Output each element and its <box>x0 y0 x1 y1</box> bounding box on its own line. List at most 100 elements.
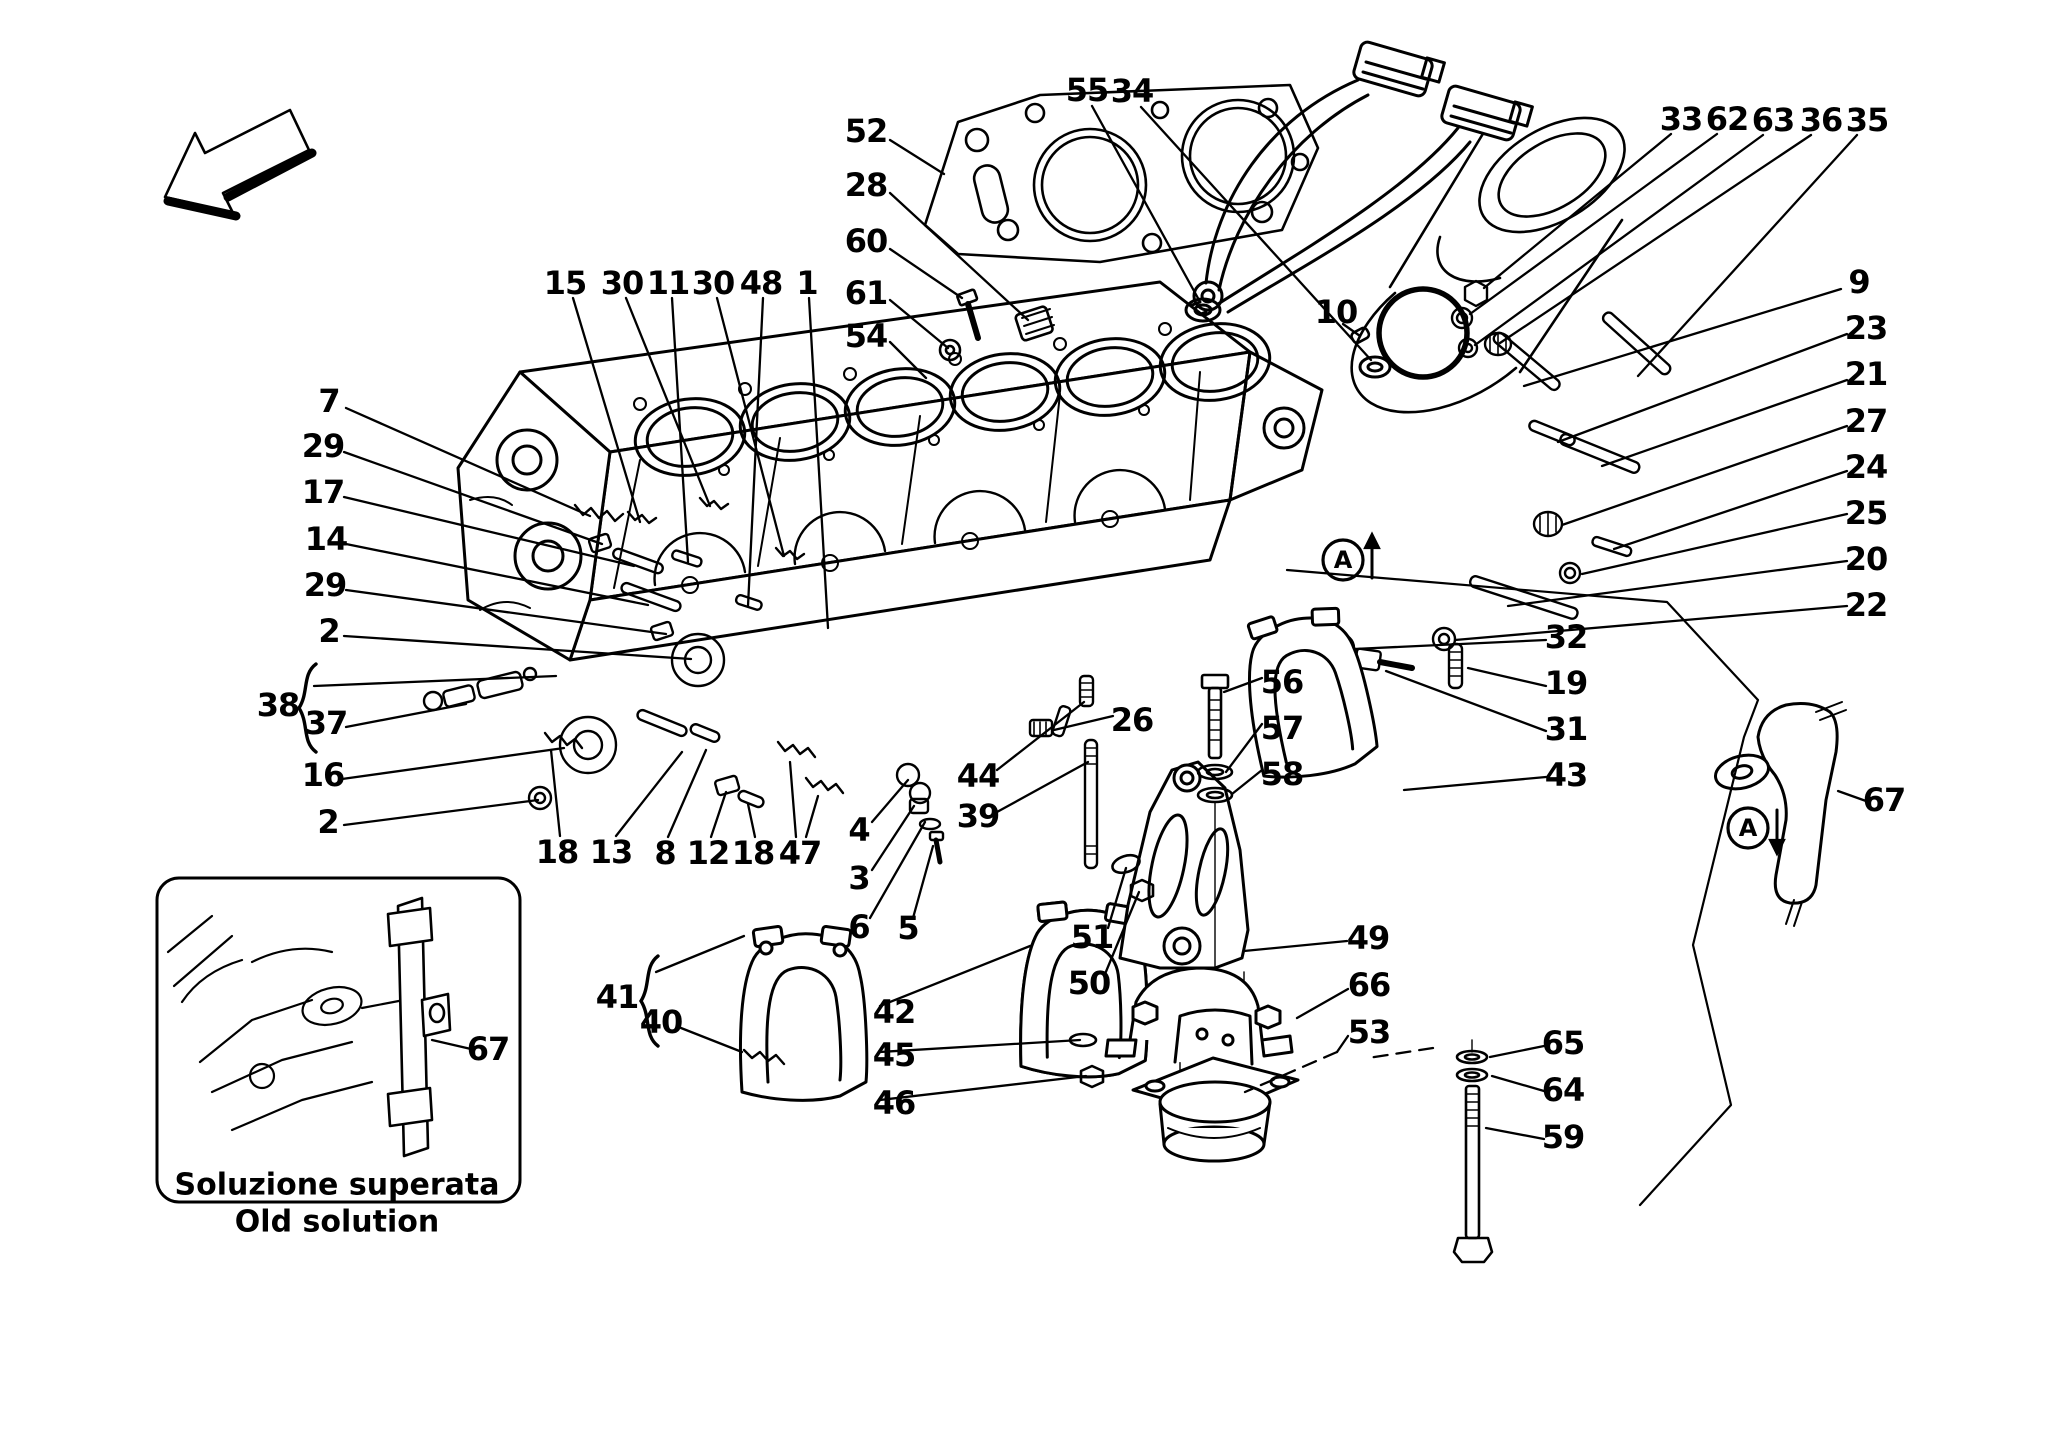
part-callout: 44 <box>956 757 1001 795</box>
part-callout: 9 <box>1848 263 1870 301</box>
leader-line <box>342 748 564 779</box>
dashed-leader-line <box>1368 1048 1433 1058</box>
part-callout: 46 <box>872 1084 917 1122</box>
leader-line <box>1226 724 1262 772</box>
direction-arrow-icon <box>165 110 312 216</box>
part-callout: 35 <box>1845 101 1890 139</box>
part-callout: 37 <box>304 704 349 742</box>
leader-line <box>344 497 634 566</box>
part-callout: 57 <box>1260 709 1305 747</box>
leader-line <box>1838 791 1866 801</box>
leader-line <box>880 1040 1080 1052</box>
leader-line <box>1470 134 1717 314</box>
leader-line <box>1638 135 1857 376</box>
leader-line <box>872 780 908 822</box>
part-callout: 2 <box>318 612 340 650</box>
part-callout: 50 <box>1067 964 1112 1002</box>
part-callout: 28 <box>844 166 889 204</box>
part-callout: 26 <box>1110 701 1155 739</box>
section-marker-arrowhead <box>1770 840 1784 854</box>
part-callout: 63 <box>1751 101 1796 139</box>
cap-nut <box>1081 1066 1103 1087</box>
leader-line <box>1500 135 1811 343</box>
mount-washer-51 <box>1110 852 1142 876</box>
leader-line <box>314 676 556 686</box>
part-callout: 13 <box>589 833 634 871</box>
leader-line <box>1614 471 1847 549</box>
leader-line <box>1054 716 1113 730</box>
leader-line <box>880 1076 1086 1100</box>
leader-line <box>432 1040 471 1049</box>
part-callout: 55 <box>1065 71 1110 109</box>
leader-line <box>1244 941 1347 951</box>
part-callout: 61 <box>844 274 889 312</box>
part-callout: 64 <box>1541 1071 1586 1109</box>
mount-strap-66 <box>1106 968 1292 1056</box>
part-callout: 14 <box>304 520 349 558</box>
leader-line <box>997 702 1084 770</box>
connector-icon <box>1440 85 1532 142</box>
leader-line <box>1141 107 1371 360</box>
leader-line <box>890 249 962 298</box>
leader-line <box>870 822 925 918</box>
part-callout: 39 <box>956 797 1001 835</box>
leader-line <box>717 298 784 556</box>
part-callout: 60 <box>844 222 889 260</box>
leader-line <box>1562 426 1847 525</box>
part-callout: 41 <box>595 978 640 1016</box>
part-callout: 25 <box>1844 494 1889 532</box>
part-callout: 20 <box>1844 540 1889 578</box>
engine-mount-arm <box>1120 762 1248 968</box>
leader-line <box>668 750 706 837</box>
part-callout: 32 <box>1544 618 1589 656</box>
part-callout: 56 <box>1260 663 1305 701</box>
leader-line <box>1337 1036 1348 1052</box>
part-callout: 42 <box>872 993 917 1031</box>
leader-line <box>1484 134 1671 288</box>
head-gasket <box>925 85 1318 262</box>
part-callout: 5 <box>897 909 919 947</box>
part-callout: 54 <box>844 317 889 355</box>
leader-line <box>1297 989 1348 1018</box>
leader-line <box>346 408 590 516</box>
group-brace <box>299 664 316 752</box>
part-callout: 58 <box>1260 755 1305 793</box>
group-brace <box>641 956 658 1046</box>
part-callout: 51 <box>1070 918 1115 956</box>
part-callout: 12 <box>686 834 731 872</box>
part-callout: 27 <box>1844 402 1889 440</box>
bracket-67 <box>1712 702 1846 926</box>
part-callout: 4 <box>848 811 870 849</box>
part-callout: 2 <box>317 803 339 841</box>
part-callout: 8 <box>654 834 676 872</box>
part-callout: 53 <box>1347 1013 1392 1051</box>
part-callout: 30 <box>600 264 645 302</box>
part-callout: 38 <box>256 686 301 724</box>
leader-line <box>1558 334 1847 442</box>
leader-line <box>872 806 914 870</box>
leader-line <box>1468 668 1546 686</box>
leader-line <box>346 704 466 727</box>
section-marker-circle <box>1323 540 1363 580</box>
leader-line <box>1105 892 1139 974</box>
part-callout: 18 <box>731 834 776 872</box>
deck-plugs-and-bolts <box>940 289 1054 360</box>
section-line <box>1287 570 1758 1205</box>
leader-line <box>1404 777 1546 790</box>
leader-line <box>681 1028 742 1052</box>
connector-icon <box>1352 41 1444 98</box>
leader-line <box>1475 135 1763 345</box>
leader-line <box>1343 324 1360 336</box>
oil-filter-oring <box>1379 289 1467 377</box>
leader-line <box>672 298 688 562</box>
part-callout: 11 <box>646 264 691 302</box>
section-marker-arrowhead <box>1365 534 1379 548</box>
leader-line <box>748 298 763 606</box>
part-callout: 45 <box>872 1036 917 1074</box>
leader-line <box>626 298 710 506</box>
leader-line <box>1455 606 1847 640</box>
leader-line <box>1490 1046 1544 1057</box>
leader-line <box>748 804 755 837</box>
section-marker-letter: A <box>1738 814 1758 842</box>
part-callout: 59 <box>1541 1118 1586 1156</box>
